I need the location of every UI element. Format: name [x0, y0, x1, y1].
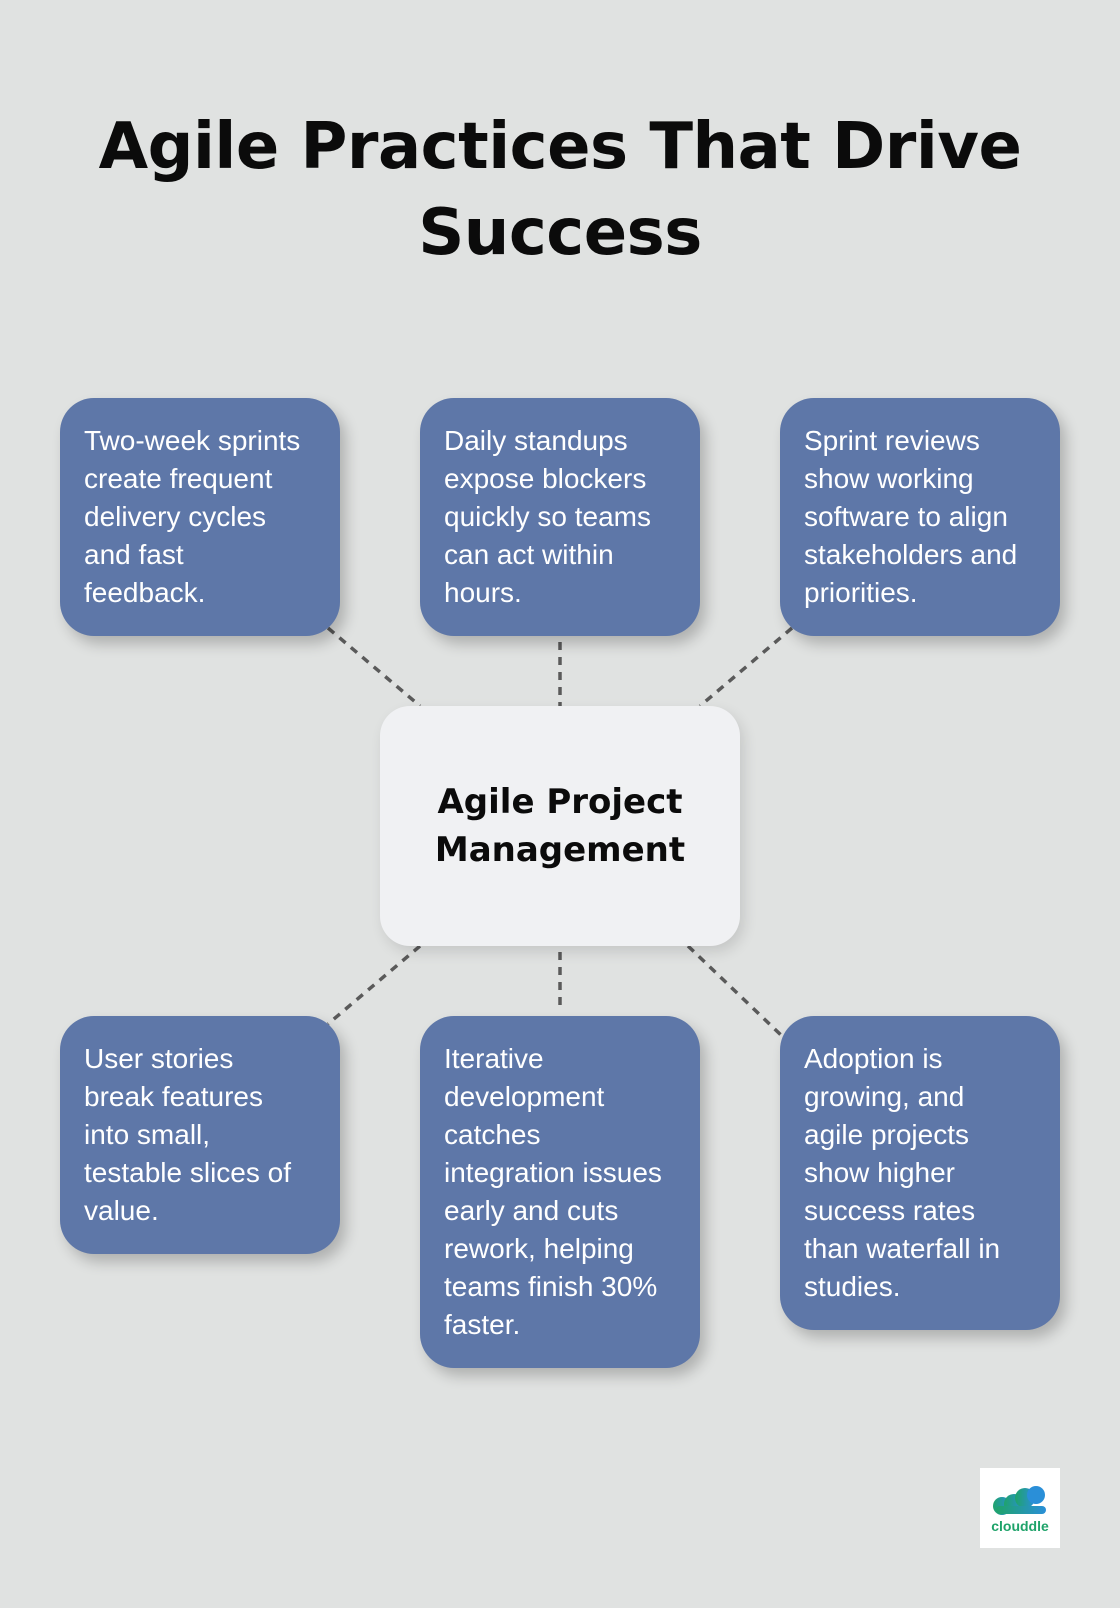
node-text-line: User stories [84, 1043, 234, 1074]
node-text-line: early and cuts [444, 1195, 619, 1226]
node-text-line: stakeholders and [804, 539, 1018, 570]
node-user-stories: User stories break features into small, tes… [60, 1016, 340, 1254]
node-text-line: Daily standups [444, 425, 628, 456]
logo-text: clouddle [991, 1518, 1049, 1534]
node-text-line: rework, helping [444, 1233, 634, 1264]
node-text-line: expose blockers [444, 463, 647, 494]
node-text-line: Sprint reviews [804, 425, 980, 456]
node-text-line: catches [444, 1119, 541, 1150]
node-sprints: Two-week sprints create frequent delivery … [60, 398, 340, 636]
title-line: Agile Practices That Drive [98, 110, 1022, 184]
node-text-line: into small, [84, 1119, 211, 1150]
node-text-line: studies. [804, 1271, 901, 1302]
node-text-line: development [444, 1081, 605, 1112]
node-text-line: can act within [444, 539, 614, 570]
node-text-line: priorities. [804, 577, 918, 608]
node-standups: Daily standups expose blockers quickly so … [420, 398, 700, 636]
node-text-line: Iterative [444, 1043, 544, 1074]
node-text-line: software to align [804, 501, 1008, 532]
cloud-icon [993, 1486, 1046, 1515]
connector-line [326, 626, 422, 708]
page-title: Agile Practices That Drive Success [0, 104, 1120, 276]
node-text-line: delivery cycles [84, 501, 267, 532]
clouddle-logo: clouddle [980, 1468, 1060, 1548]
node-text-line: success rates [804, 1195, 976, 1226]
node-text-line: break features [84, 1081, 263, 1112]
center-line: Management [434, 830, 686, 870]
node-text-line: agile projects [804, 1119, 969, 1150]
title-line: Success [418, 196, 702, 270]
node-text-line: integration issues [444, 1157, 662, 1188]
node-text-line: and fast [84, 539, 184, 570]
connector-line [698, 626, 794, 708]
center-node: Agile Project Management [380, 706, 740, 946]
node-reviews: Sprint reviews show working software to al… [780, 398, 1060, 636]
node-text-line: testable slices of [84, 1157, 291, 1188]
node-text-line: Adoption is [804, 1043, 943, 1074]
node-text-line: Two-week sprints [84, 425, 301, 456]
node-text-line: quickly so teams [444, 501, 651, 532]
node-text-line: create frequent [84, 463, 273, 494]
node-text-line: growing, and [804, 1081, 965, 1112]
node-text-line: teams finish 30% [444, 1271, 658, 1302]
node-text-line: than waterfall in [804, 1233, 1001, 1264]
node-text-line: value. [84, 1195, 159, 1226]
connector-line [686, 944, 784, 1038]
node-adoption: Adoption is growing, and agile projects sho… [780, 1016, 1060, 1330]
connector-line [326, 944, 422, 1026]
node-text-line: show higher [804, 1157, 955, 1188]
node-text-line: faster. [444, 1309, 521, 1340]
node-text-line: hours. [444, 577, 522, 608]
center-line: Agile Project [437, 782, 683, 822]
node-text-line: show working [804, 463, 974, 494]
node-text-line: feedback. [84, 577, 206, 608]
node-iterative: Iterative development catches integration i… [420, 1016, 700, 1368]
